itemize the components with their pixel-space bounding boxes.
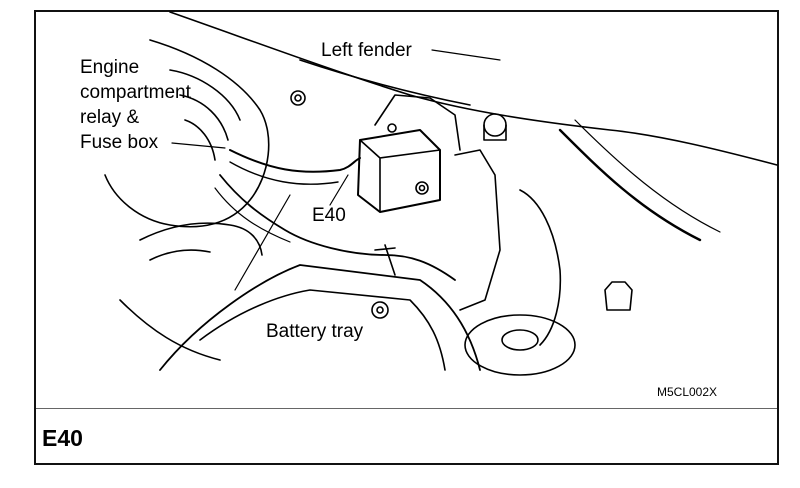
- relay-bolt: [415, 181, 429, 195]
- mount-stud: [604, 281, 633, 311]
- label-relay-line-3: relay &: [80, 107, 140, 128]
- tray-bolt: [371, 301, 389, 319]
- label-relay-line-2: compartment: [80, 82, 191, 103]
- e40-leader: [329, 174, 349, 206]
- hood-strut: [558, 128, 702, 242]
- right-bracket: [454, 149, 501, 311]
- fuse-box-outline: [104, 39, 270, 228]
- hood-strut-2: [574, 119, 721, 233]
- frame-top-border: [34, 10, 779, 12]
- wiring-harness: [229, 149, 361, 173]
- fender-edge-inner: [299, 59, 471, 106]
- hose: [139, 222, 263, 256]
- figure-code: M5CL002X: [657, 385, 718, 399]
- battery-leader: [234, 194, 291, 291]
- panel-title: E40: [42, 425, 83, 451]
- strut-tower: [464, 314, 576, 376]
- clamp-rod: [374, 244, 396, 276]
- label-battery-tray: Battery tray: [266, 321, 364, 342]
- fuse-box-detail: [169, 69, 241, 161]
- label-relay-line-1: Engine: [80, 57, 140, 78]
- battery-tray-outline: [159, 264, 481, 371]
- label-left-fender: Left fender: [321, 40, 412, 61]
- fender-edge: [169, 11, 778, 166]
- mount-bolt-1: [290, 90, 306, 106]
- reservoir-cap: [483, 113, 507, 137]
- relay-bracket: [374, 94, 461, 151]
- relay-leader: [171, 142, 226, 149]
- label-relay-line-4: Fuse box: [80, 132, 159, 153]
- fender-leader: [431, 49, 501, 61]
- label-e40-connector: E40: [312, 205, 346, 226]
- caption-divider: [36, 408, 777, 409]
- e40-relay: [357, 129, 441, 213]
- diagram-frame: [34, 10, 779, 465]
